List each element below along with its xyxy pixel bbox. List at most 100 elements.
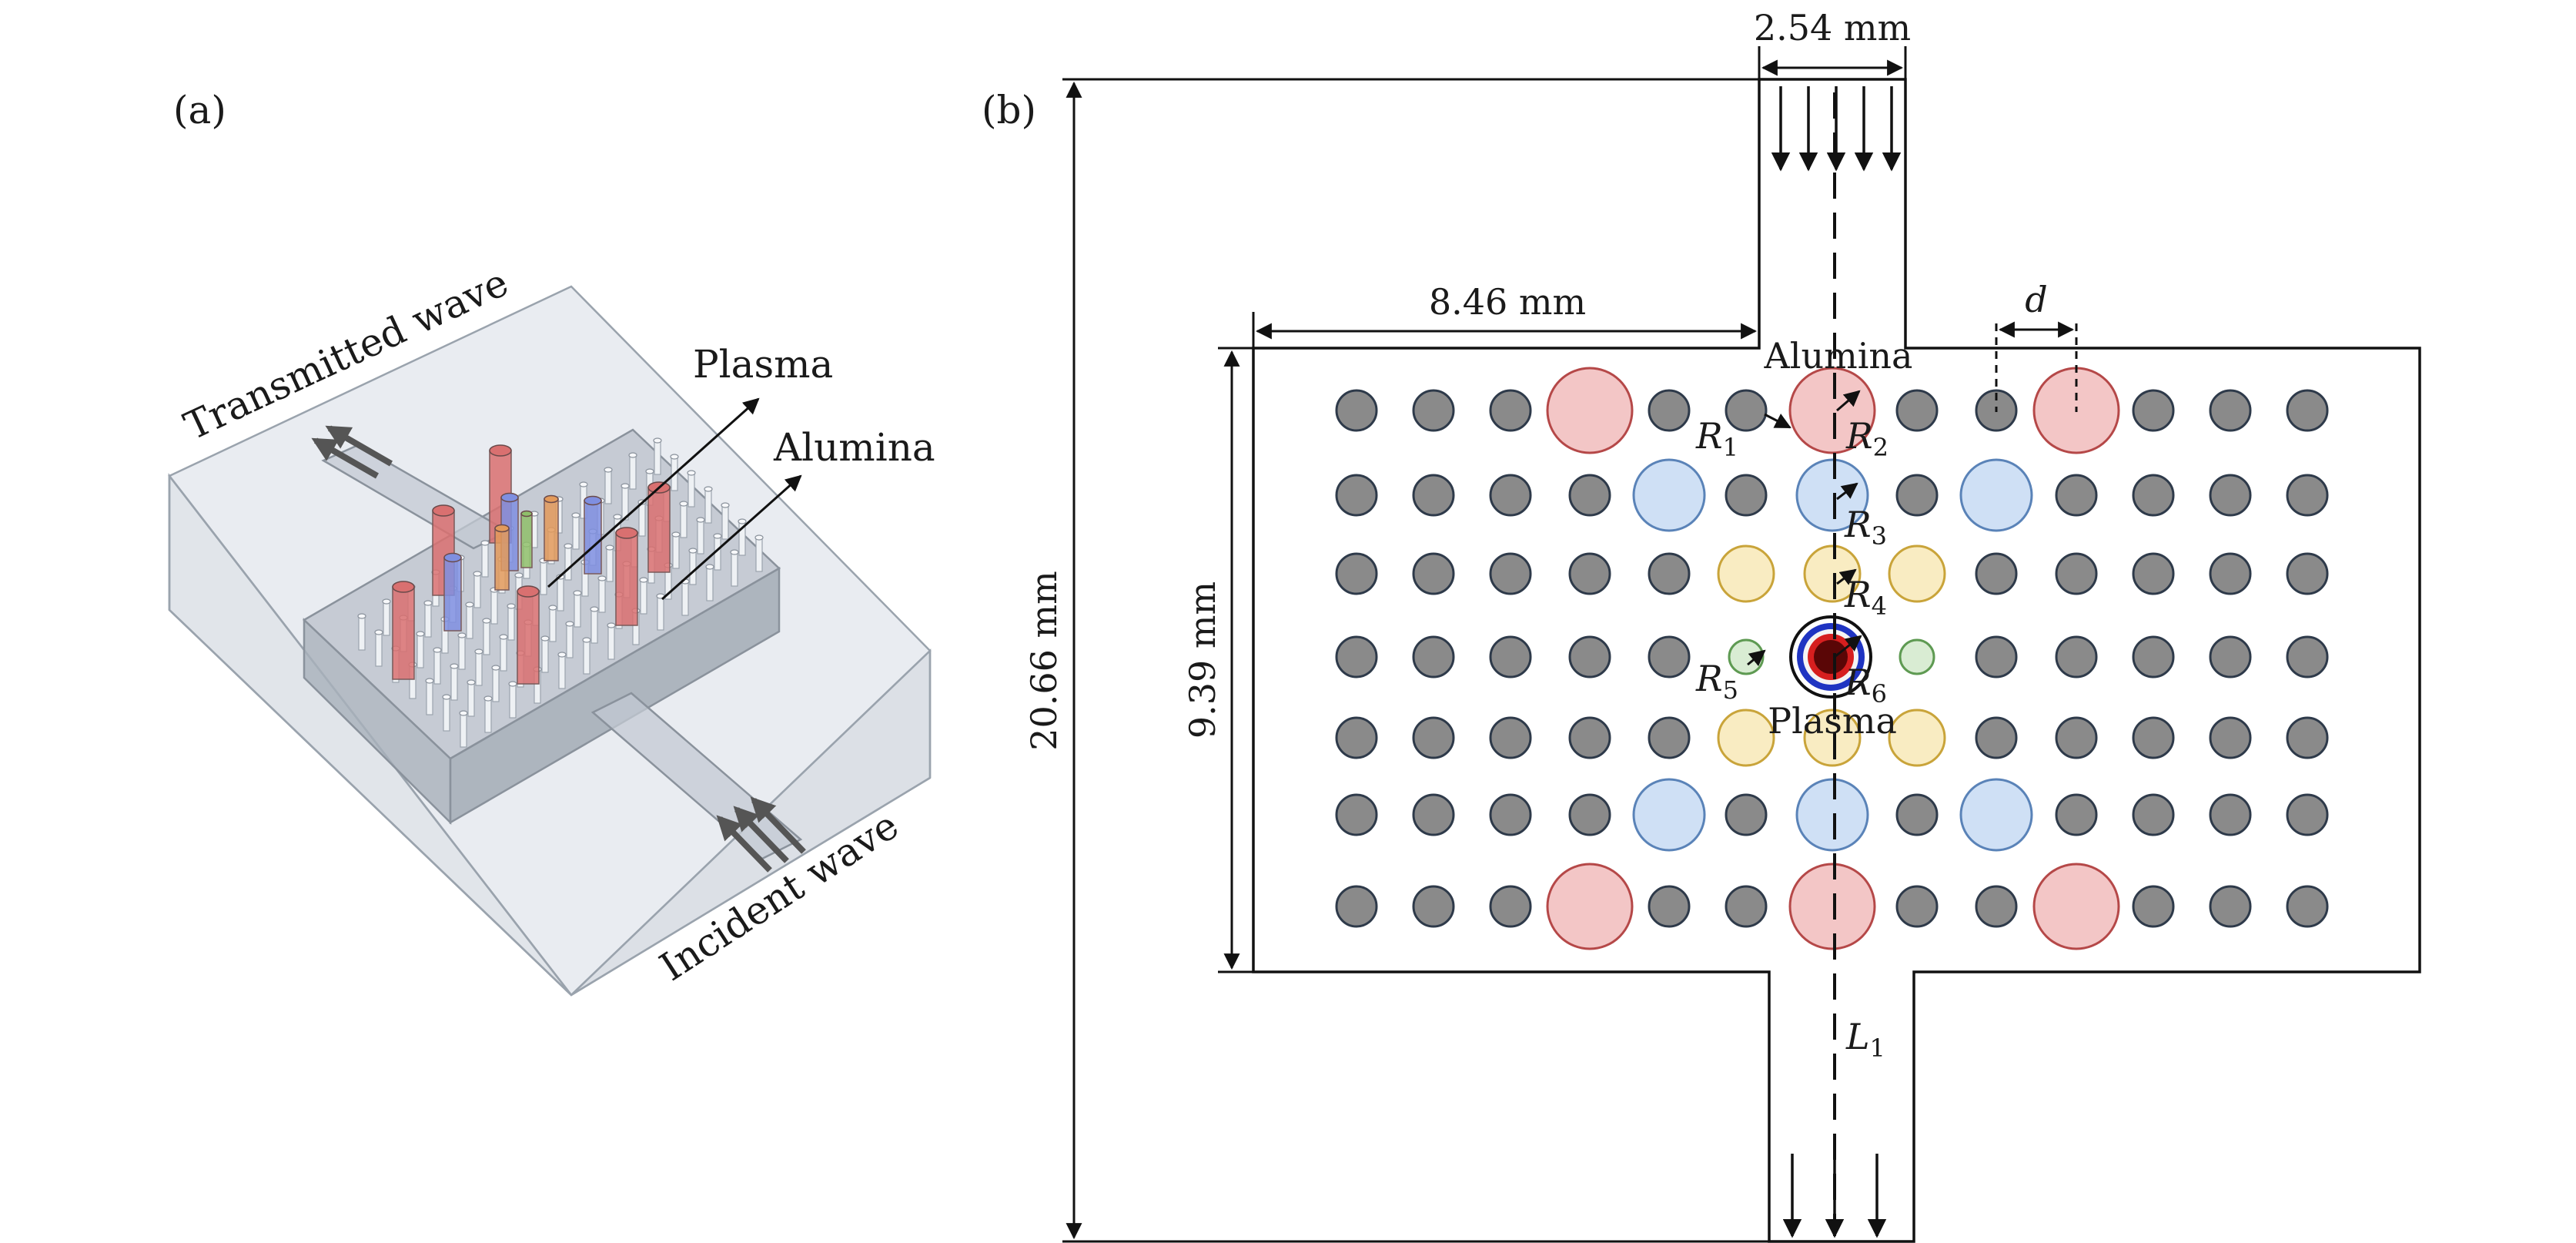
- small-rod-top: [442, 694, 451, 700]
- radius-r5-label: R5: [1695, 658, 1738, 705]
- alumina-rod-r1: [2132, 552, 2175, 595]
- small-rod-top: [425, 678, 434, 684]
- small-rod-top: [721, 502, 730, 508]
- small-rod: [466, 604, 473, 639]
- small-rod-top: [465, 601, 474, 608]
- small-rod-top: [704, 486, 713, 492]
- small-rod-top: [687, 470, 696, 476]
- plasma-leader-line: [547, 397, 760, 588]
- alumina-rod-r1: [1725, 885, 1768, 928]
- alumina-rod-r1: [1568, 716, 1611, 759]
- orange-rod: [494, 528, 510, 591]
- green-rod-top: [520, 510, 533, 518]
- small-rod-top: [565, 621, 574, 627]
- alumina-rod-r1: [1568, 552, 1611, 595]
- radius-r2-label: R2: [1845, 415, 1889, 462]
- radius-r4-label: R4: [1844, 574, 1887, 621]
- small-rod-top: [548, 605, 557, 611]
- small-rod-top: [705, 564, 714, 570]
- alumina-rod-r3: [1632, 458, 1706, 532]
- small-rod-top: [645, 468, 654, 474]
- small-rod-top: [604, 467, 613, 473]
- small-rod: [433, 649, 441, 685]
- small-rod: [426, 680, 433, 715]
- incident-arrow: [733, 806, 789, 863]
- small-rod: [450, 665, 458, 701]
- small-rod: [657, 595, 664, 631]
- alumina-rod-r1: [2209, 474, 2252, 517]
- small-rod: [572, 514, 580, 550]
- alumina-rod-r1: [1975, 552, 2018, 595]
- plasma-core: [1814, 640, 1848, 674]
- alumina-rod-r1: [2055, 716, 2098, 759]
- alumina-rod-r1: [2209, 389, 2252, 432]
- red-rod-top: [615, 527, 638, 539]
- green-rod: [520, 513, 533, 568]
- small-rod-top: [679, 501, 688, 507]
- small-rod: [424, 602, 432, 638]
- radius-arrows: [1747, 390, 1862, 667]
- small-rod: [687, 472, 695, 508]
- small-rod-top: [423, 600, 433, 606]
- transmitted-wave-arrows: [311, 425, 393, 479]
- bottom-arrows: [1782, 1154, 1887, 1238]
- small-rod-top: [374, 629, 383, 635]
- small-rod-top: [508, 681, 517, 687]
- small-rod-top: [628, 452, 637, 458]
- alumina-rod-r1: [1725, 793, 1768, 836]
- alumina-rod-r2: [2032, 863, 2120, 950]
- alumina-rod-r1: [2286, 885, 2329, 928]
- small-rod-top: [450, 663, 459, 669]
- alumina-rod-r1: [1412, 885, 1455, 928]
- small-rod: [640, 579, 647, 615]
- alumina-rod-r1: [1412, 793, 1455, 836]
- small-rod-top: [621, 483, 630, 489]
- alumina-rod-r1: [1412, 474, 1455, 517]
- radius-r1-label: R1: [1695, 415, 1738, 462]
- alumina-rod-r1: [1489, 389, 1532, 432]
- small-rod-top: [564, 543, 573, 549]
- small-rod-top: [582, 637, 591, 643]
- alumina-rod-r1: [2132, 793, 2175, 836]
- alumina-rod-r1: [2132, 389, 2175, 432]
- small-rod-top: [639, 577, 648, 583]
- small-rod: [557, 576, 564, 611]
- small-rod-top: [613, 514, 622, 520]
- radius-r3-label: R3: [1844, 504, 1887, 551]
- alumina-rod-r1: [1648, 716, 1691, 759]
- alumina-rod-r1: [1725, 389, 1768, 432]
- alumina-rod-r1: [1412, 716, 1455, 759]
- alumina-rod-r1: [1568, 793, 1611, 836]
- alumina-rod-r3: [1795, 458, 1869, 532]
- alumina-rod-r1: [2055, 474, 2098, 517]
- small-rod-top: [671, 531, 681, 538]
- radius-r3-arrow: [1836, 482, 1858, 501]
- colored-rods: [392, 444, 671, 685]
- alumina-rod-r3: [1959, 458, 2033, 532]
- alumina-rod-r4: [1717, 709, 1775, 767]
- alumina-rod-r1: [1648, 635, 1691, 678]
- small-rod: [475, 651, 483, 686]
- small-rod-top: [696, 517, 705, 523]
- alumina-rod-r1: [2286, 716, 2329, 759]
- small-rod-top: [590, 606, 599, 612]
- alumina-rod-r1: [2209, 885, 2252, 928]
- alumina-rod-r4: [1803, 544, 1862, 603]
- alumina-rod-r1: [1975, 716, 2018, 759]
- small-rod: [484, 698, 492, 733]
- alumina-rod-r1: [1335, 885, 1378, 928]
- alumina-rod-r1: [1335, 635, 1378, 678]
- alumina-rod-r1: [1568, 474, 1611, 517]
- small-rod-top: [730, 549, 739, 555]
- label-plasma-b: Plasma: [1768, 700, 1897, 742]
- small-rod-top: [474, 648, 483, 655]
- small-rod-top: [754, 534, 764, 541]
- radius-r6-arrow: [1834, 635, 1862, 658]
- slab-front-right: [449, 566, 781, 825]
- small-rod: [383, 601, 390, 636]
- label-alumina-a: Alumina: [773, 425, 935, 470]
- small-rod: [629, 454, 637, 490]
- dim-left-width: [1252, 312, 1758, 348]
- small-rod: [507, 605, 515, 641]
- small-rod-top: [480, 540, 490, 546]
